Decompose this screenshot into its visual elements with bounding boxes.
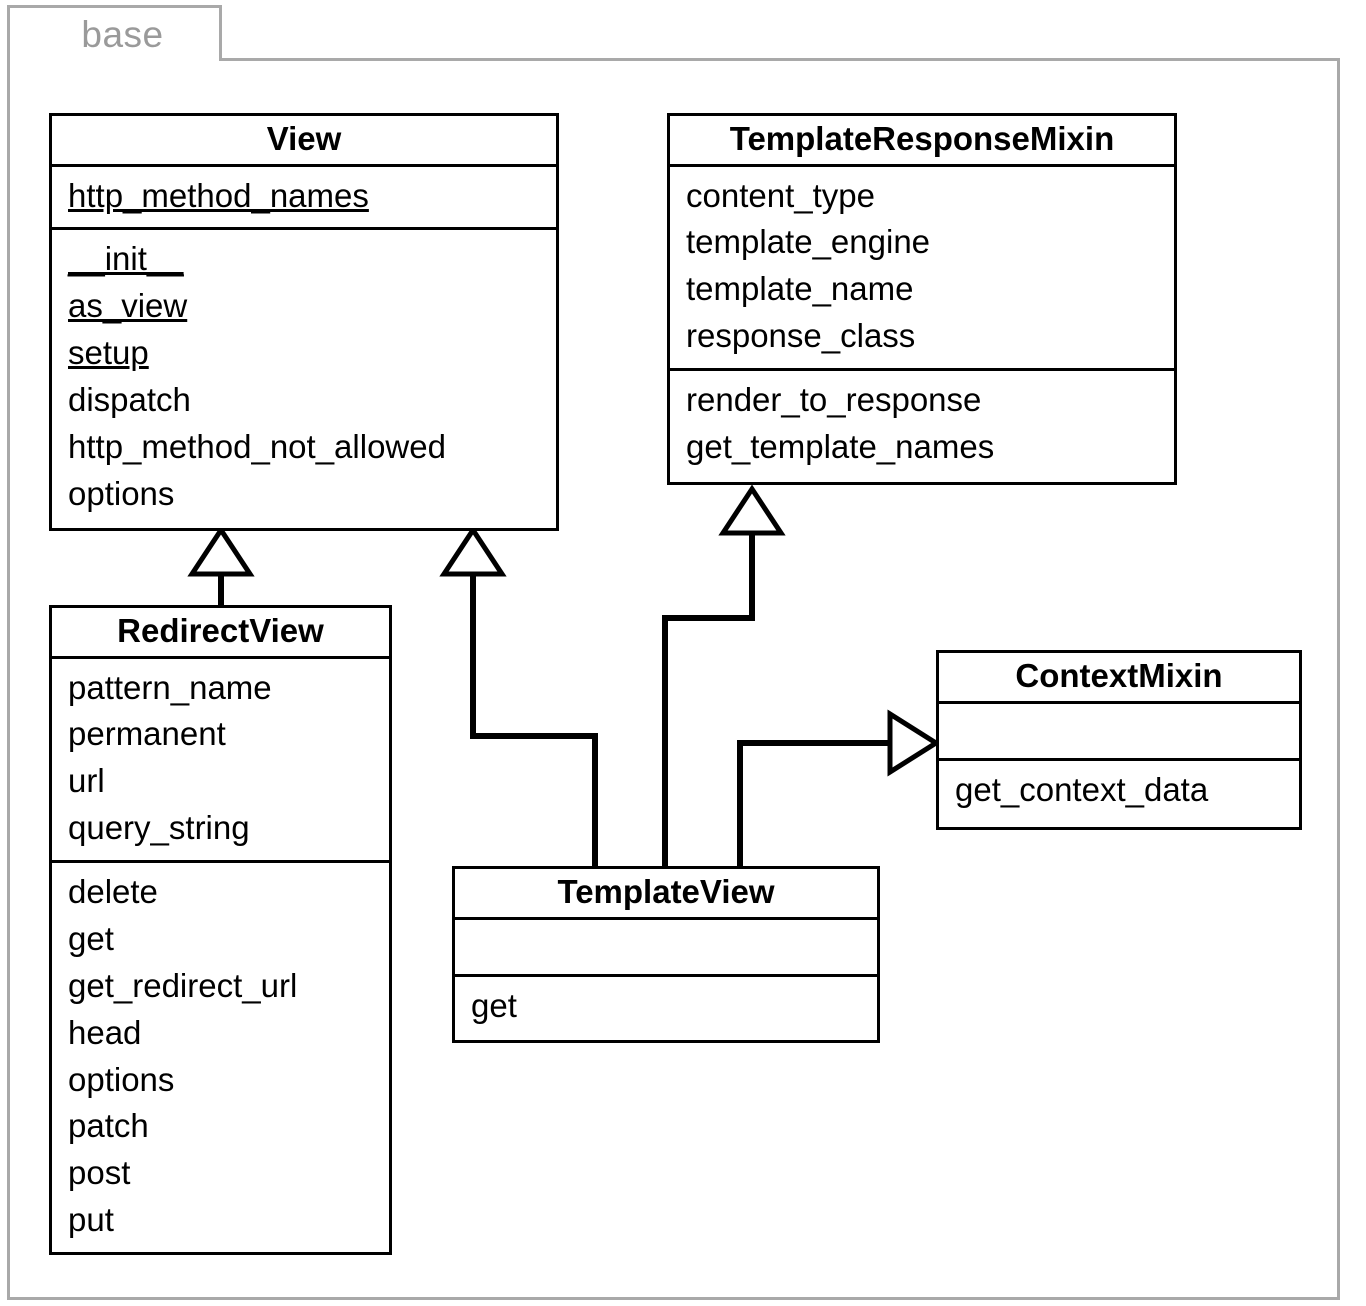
method-item: http_method_not_allowed bbox=[68, 427, 446, 465]
class-name-contextmixin: ContextMixin bbox=[939, 653, 1299, 704]
attribute-item: pattern_name bbox=[68, 668, 272, 706]
attribute-item: template_engine bbox=[686, 223, 931, 261]
methods-compartment-view: __init__ as_view setup dispatch http_met… bbox=[52, 230, 556, 525]
class-box-view[interactable]: View http_method_names __init__ as_view … bbox=[49, 113, 559, 531]
edge-templateview-to-templateresponsemixin-seg-horizontal bbox=[662, 615, 755, 621]
method-item: options bbox=[68, 474, 175, 512]
edge-redirectview-to-view bbox=[218, 573, 224, 608]
attributes-compartment-redirectview: pattern_name permanent url query_string bbox=[52, 659, 389, 864]
method-item: head bbox=[68, 1013, 142, 1051]
attribute-item: query_string bbox=[68, 809, 250, 847]
generalization-arrowhead-templateview-to-view bbox=[439, 525, 507, 577]
class-box-templateresponsemixin[interactable]: TemplateResponseMixin content_type templ… bbox=[667, 113, 1177, 485]
attribute-item: http_method_names bbox=[68, 176, 369, 214]
edge-templateview-to-contextmixin-seg-horizontal bbox=[737, 740, 889, 746]
class-box-redirectview[interactable]: RedirectView pattern_name permanent url … bbox=[49, 605, 392, 1255]
method-item: post bbox=[68, 1154, 131, 1192]
edge-templateview-to-templateresponsemixin-seg-vertical-lower bbox=[662, 615, 668, 869]
package-tab: base bbox=[7, 5, 222, 61]
methods-compartment-templateresponsemixin: render_to_response get_template_names bbox=[670, 371, 1174, 479]
method-item: patch bbox=[68, 1107, 149, 1145]
attribute-item: url bbox=[68, 762, 105, 800]
method-item: __init__ bbox=[68, 240, 184, 278]
edge-templateview-to-view-seg-horizontal bbox=[470, 733, 598, 739]
attributes-compartment-contextmixin bbox=[939, 704, 1299, 761]
generalization-arrowhead-templateview-to-templateresponsemixin bbox=[718, 484, 786, 536]
method-item: get bbox=[471, 986, 517, 1024]
class-name-redirectview: RedirectView bbox=[52, 608, 389, 659]
class-box-contextmixin[interactable]: ContextMixin get_context_data bbox=[936, 650, 1302, 830]
method-item: delete bbox=[68, 873, 158, 911]
class-name-templateview: TemplateView bbox=[455, 869, 877, 920]
attribute-item: content_type bbox=[686, 176, 875, 214]
methods-compartment-redirectview: delete get get_redirect_url head options… bbox=[52, 863, 389, 1252]
method-item: dispatch bbox=[68, 381, 191, 419]
attribute-item: response_class bbox=[686, 317, 916, 355]
method-item: get bbox=[68, 919, 114, 957]
methods-compartment-templateview: get bbox=[455, 977, 877, 1038]
class-box-templateview[interactable]: TemplateView get bbox=[452, 866, 880, 1043]
method-item: as_view bbox=[68, 287, 188, 325]
attribute-item: permanent bbox=[68, 715, 226, 753]
class-name-templateresponsemixin: TemplateResponseMixin bbox=[670, 116, 1174, 167]
class-name-view: View bbox=[52, 116, 556, 167]
edge-templateview-to-view-seg-vertical-upper bbox=[470, 573, 476, 736]
method-item: get_redirect_url bbox=[68, 966, 298, 1004]
attribute-item: template_name bbox=[686, 270, 914, 308]
attributes-compartment-templateresponsemixin: content_type template_engine template_na… bbox=[670, 167, 1174, 372]
edge-templateview-to-templateresponsemixin-seg-vertical-upper bbox=[749, 533, 755, 619]
method-item: get_template_names bbox=[686, 427, 995, 465]
method-item: render_to_response bbox=[686, 381, 982, 419]
method-item: options bbox=[68, 1060, 175, 1098]
methods-compartment-contextmixin: get_context_data bbox=[939, 761, 1299, 822]
generalization-arrowhead-templateview-to-contextmixin bbox=[887, 709, 941, 777]
generalization-arrowhead-redirectview-to-view bbox=[187, 525, 255, 577]
method-item: put bbox=[68, 1201, 114, 1239]
attributes-compartment-templateview bbox=[455, 920, 877, 977]
attributes-compartment-view: http_method_names bbox=[52, 167, 556, 231]
edge-templateview-to-contextmixin-seg-vertical bbox=[737, 740, 743, 869]
package-tab-label: base bbox=[81, 14, 164, 55]
edge-templateview-to-view-seg-vertical-lower bbox=[592, 733, 598, 869]
method-item: setup bbox=[68, 334, 149, 372]
method-item: get_context_data bbox=[955, 770, 1209, 808]
